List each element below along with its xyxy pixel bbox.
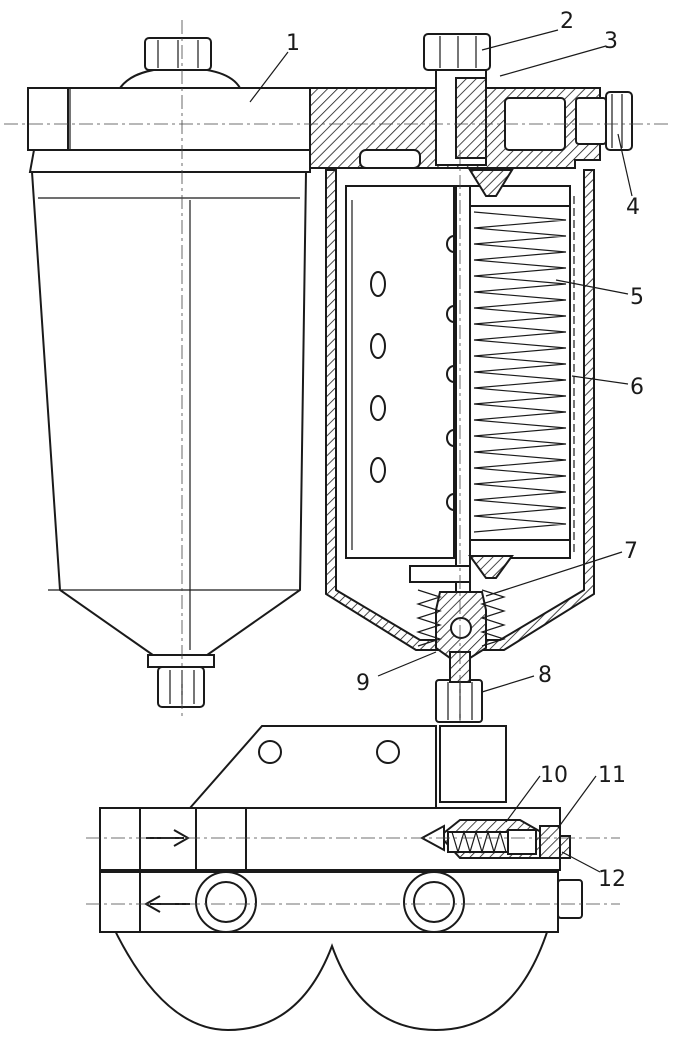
left-filter-bowl (30, 171, 308, 708)
callout-7: 7 (624, 539, 638, 564)
leader-lines (249, 29, 633, 873)
spring-bottom-left (416, 589, 442, 647)
callout-9: 9 (356, 671, 370, 696)
callout-4: 4 (626, 195, 640, 220)
callout-12: 12 (598, 867, 626, 892)
bottom-view (99, 725, 583, 1032)
callout-11: 11 (598, 763, 626, 788)
spring-bottom-right (480, 589, 506, 647)
filter-housing (27, 33, 633, 173)
callout-5: 5 (630, 285, 644, 310)
callout-8: 8 (538, 663, 552, 688)
callout-6: 6 (630, 375, 644, 400)
callout-2: 2 (560, 9, 574, 34)
callout-10: 10 (540, 763, 568, 788)
callout-3: 3 (604, 29, 618, 54)
spring-coil (473, 211, 567, 533)
callout-1: 1 (286, 31, 300, 56)
